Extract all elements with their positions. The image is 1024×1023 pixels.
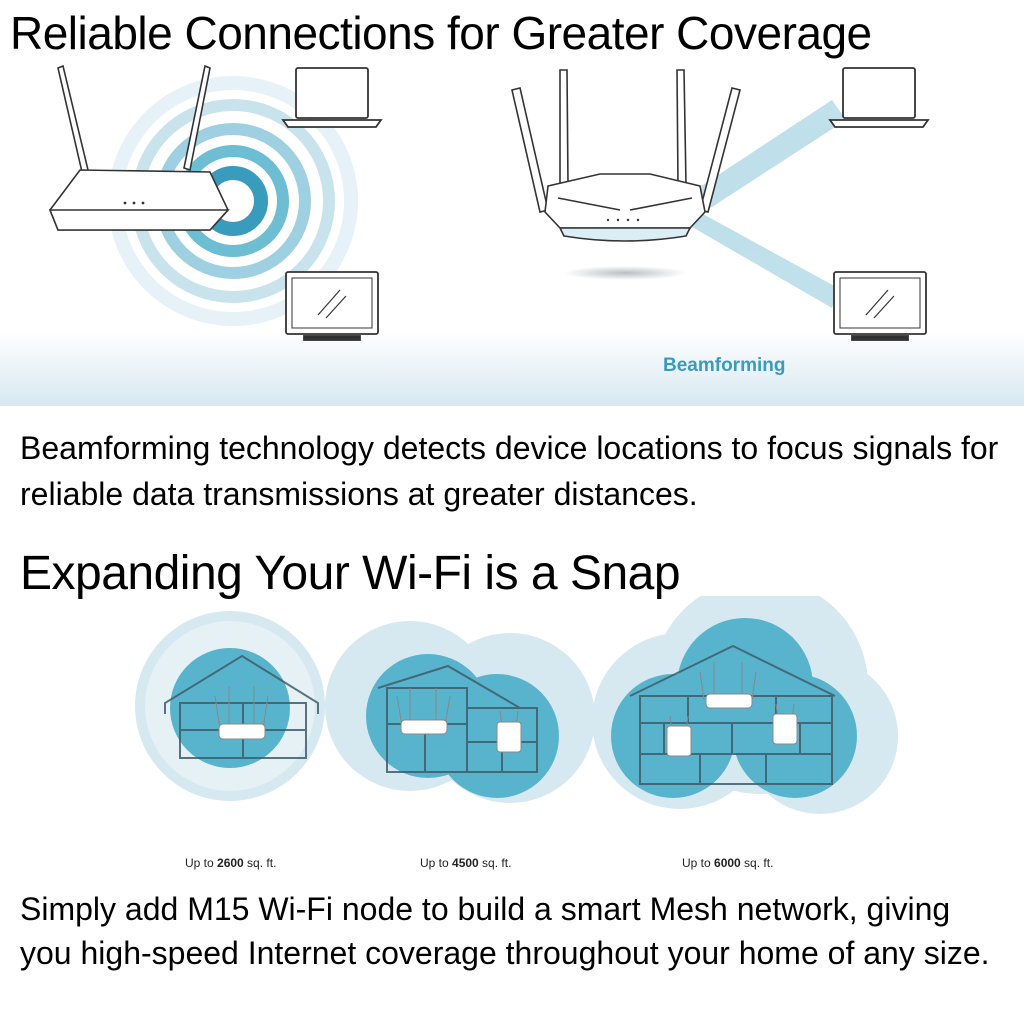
mesh-description: Simply add M15 Wi-Fi node to build a sma… (20, 891, 990, 971)
router-mini-1 (214, 686, 269, 740)
house-large (611, 618, 857, 798)
caption-value: 2600 (217, 856, 244, 870)
beamforming-description: Beamforming technology detects device lo… (20, 430, 999, 512)
coverage-caption-medium: Up to 4500 sq. ft. (420, 856, 511, 870)
laptop-icon-left (281, 67, 383, 128)
beamforming-beams (680, 100, 846, 308)
router-left (48, 64, 230, 231)
router-shadow (563, 266, 687, 280)
monitor-icon-right (833, 271, 927, 341)
caption-value: 4500 (452, 856, 479, 870)
section-title-reliable-connections: Reliable Connections for Greater Coverag… (10, 7, 872, 59)
mesh-coverage-illustration (135, 596, 898, 814)
section-title-expanding-wifi: Expanding Your Wi-Fi is a Snap (20, 547, 681, 600)
caption-prefix: Up to (185, 856, 218, 870)
mesh-node-icon-3b (772, 703, 798, 745)
beamforming-label: Beamforming (663, 355, 786, 376)
coverage-caption-large: Up to 6000 sq. ft. (682, 856, 773, 870)
house-medium (366, 654, 559, 798)
floor-gradient (0, 330, 1024, 406)
router-mini-2 (396, 688, 451, 735)
beamforming-illustration (0, 64, 1024, 406)
mesh-node-icon-3a (666, 715, 692, 757)
mesh-node-icon-2 (496, 710, 522, 753)
caption-suffix: sq. ft. (243, 856, 277, 870)
laptop-icon-right (828, 67, 930, 128)
caption-prefix: Up to (682, 856, 715, 870)
router-right (511, 69, 741, 242)
house-small (164, 648, 319, 768)
coverage-caption-small: Up to 2600 sq. ft. (185, 856, 276, 870)
caption-prefix: Up to (420, 856, 453, 870)
router-mini-3 (699, 662, 757, 709)
caption-suffix: sq. ft. (740, 856, 774, 870)
monitor-icon-left (285, 271, 379, 341)
caption-value: 6000 (714, 856, 741, 870)
caption-suffix: sq. ft. (478, 856, 512, 870)
